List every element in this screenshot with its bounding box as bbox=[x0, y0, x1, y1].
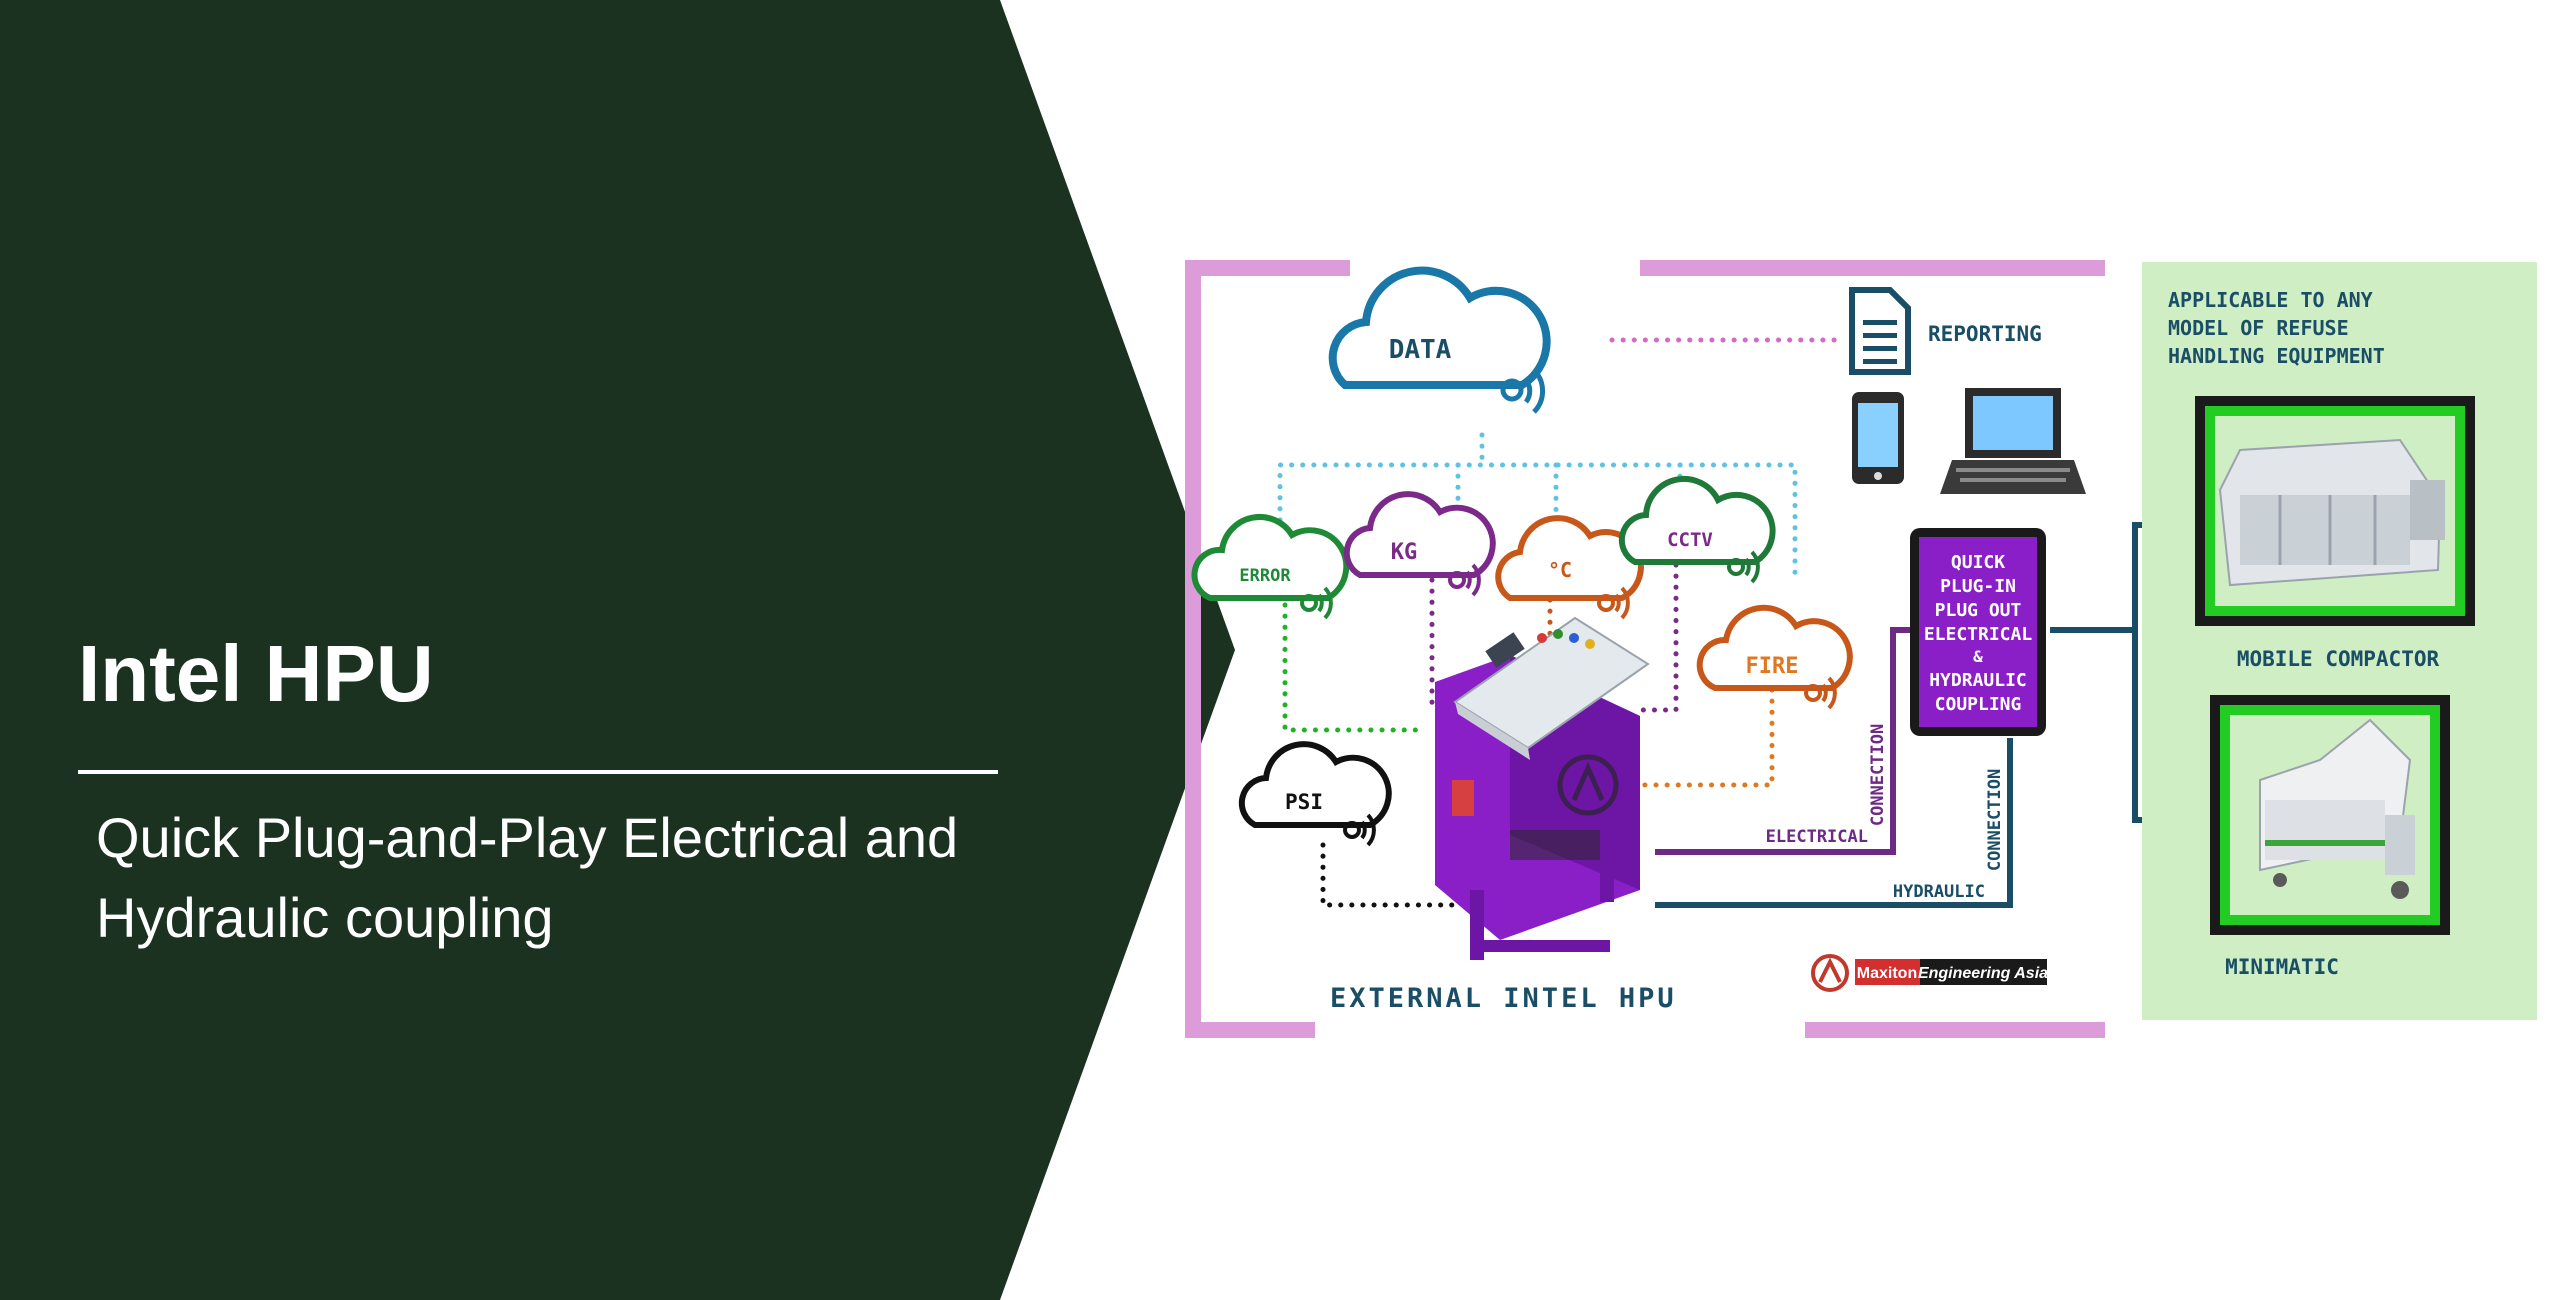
title-divider bbox=[78, 770, 998, 774]
coupling-line-6: HYDRAULIC bbox=[1929, 670, 2027, 691]
minimatic-image bbox=[2210, 695, 2450, 935]
applicable-line-2: MODEL OF REFUSE bbox=[2168, 316, 2349, 340]
data-cloud-label: DATA bbox=[1389, 335, 1452, 365]
title-panel-arrow bbox=[0, 0, 1235, 1300]
coupling-box: QUICK PLUG-IN PLUG OUT ELECTRICAL & HYDR… bbox=[1910, 528, 2046, 736]
cctv-cloud-label: CCTV bbox=[1667, 529, 1713, 551]
slide-title: Intel HPU bbox=[78, 629, 434, 718]
data-cloud-icon: DATA bbox=[1328, 266, 1551, 414]
logo-brand: Maxiton bbox=[1857, 965, 1917, 982]
fire-cloud-icon: FIRE bbox=[1696, 604, 1853, 710]
kg-cloud-label: KG bbox=[1391, 540, 1418, 565]
hpu-machine-image bbox=[1435, 616, 1650, 960]
intel-hpu-diagram: EXTERNAL INTEL HPU DATA bbox=[1185, 260, 2537, 1038]
logo-text: Engineering Asia bbox=[1918, 965, 2048, 982]
applicable-line-3: HANDLING EQUIPMENT bbox=[2168, 344, 2385, 368]
coupling-line-5: & bbox=[1973, 647, 1983, 666]
maxiton-logo: Maxiton Engineering Asia bbox=[1811, 954, 2048, 992]
psi-cloud-icon: PSI bbox=[1238, 741, 1392, 847]
kg-cloud-icon: KG bbox=[1343, 491, 1496, 597]
temperature-cloud-icon: °C bbox=[1495, 515, 1644, 620]
applicable-line-1: APPLICABLE TO ANY bbox=[2168, 288, 2373, 312]
psi-cloud-label: PSI bbox=[1285, 790, 1323, 814]
electrical-connection-label: CONNECTION bbox=[1868, 724, 1888, 826]
error-cloud-label: ERROR bbox=[1239, 566, 1291, 586]
temperature-cloud-label: °C bbox=[1548, 558, 1572, 582]
coupling-line-7: COUPLING bbox=[1935, 694, 2022, 715]
reporting-document-icon bbox=[1849, 287, 1911, 375]
smartphone-icon bbox=[1852, 392, 1904, 484]
coupling-line-4: ELECTRICAL bbox=[1924, 624, 2033, 645]
reporting-label: REPORTING bbox=[1928, 322, 2042, 346]
frame-caption: EXTERNAL INTEL HPU bbox=[1330, 983, 1677, 1014]
cctv-cloud-icon: CCTV bbox=[1618, 475, 1776, 584]
mobile-compactor-label: MOBILE COMPACTOR bbox=[2237, 647, 2440, 671]
electrical-label: ELECTRICAL bbox=[1766, 827, 1868, 847]
coupling-line-2: PLUG-IN bbox=[1940, 576, 2016, 597]
equipment-panel: APPLICABLE TO ANY MODEL OF REFUSE HANDLI… bbox=[2142, 262, 2537, 1020]
coupling-line-1: QUICK bbox=[1951, 552, 2005, 573]
laptop-icon bbox=[1940, 388, 2086, 494]
error-cloud-icon: ERROR bbox=[1191, 513, 1350, 620]
fire-cloud-label: FIRE bbox=[1746, 654, 1799, 679]
hpu-frame bbox=[1185, 260, 2105, 1038]
coupling-line-3: PLUG OUT bbox=[1935, 600, 2022, 621]
minimatic-label: MINIMATIC bbox=[2225, 955, 2339, 979]
slide-subtitle: Quick Plug-and-Play Electrical and Hydra… bbox=[96, 806, 959, 949]
hydraulic-label: HYDRAULIC bbox=[1893, 882, 1985, 902]
mobile-compactor-image bbox=[2195, 396, 2475, 626]
hydraulic-connection-label: CONNECTION bbox=[1985, 769, 2005, 871]
